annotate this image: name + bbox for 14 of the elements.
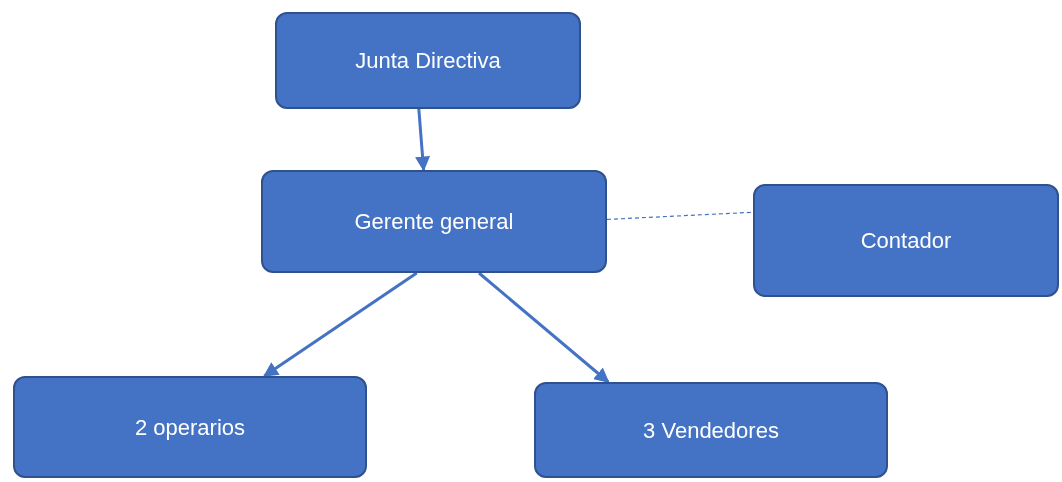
org-box <box>13 376 367 478</box>
box-label: 2 operarios <box>134 413 246 442</box>
org-box <box>753 184 1059 297</box>
box-label: Contador <box>860 227 952 255</box>
arrow <box>263 271 418 378</box>
connector-line <box>606 211 754 221</box>
org-box <box>261 170 607 273</box>
box-label: Junta Directiva <box>355 47 501 75</box>
arrow <box>415 108 431 172</box>
box-label: Gerente general <box>354 208 514 236</box>
box-label: 3 Vendedores <box>643 416 779 445</box>
arrow <box>478 271 610 384</box>
org-box <box>534 382 888 478</box>
org-box <box>275 12 581 109</box>
